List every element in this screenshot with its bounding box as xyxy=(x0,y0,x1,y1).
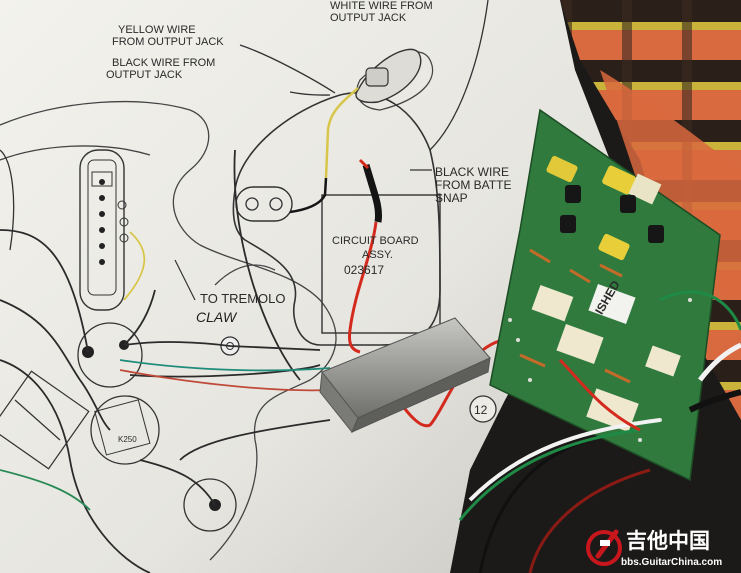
label-black-wire-jack-1: BLACK WIRE FROM xyxy=(112,57,215,69)
label-yellow-wire-1: YELLOW WIRE xyxy=(118,24,196,36)
paper-sheet xyxy=(0,0,610,573)
label-circuit-board-3: 023617 xyxy=(344,263,384,277)
label-white-wire-1: WHITE WIRE FROM xyxy=(330,0,433,12)
pcb-board: ISHED xyxy=(489,108,721,482)
watermark-url: bbs.GuitarChina.com xyxy=(621,557,722,568)
pickup xyxy=(79,149,129,311)
label-black-wire-batt-1: BLACK WIRE xyxy=(435,165,509,179)
battery-wire-black xyxy=(362,163,382,223)
real-black-wire xyxy=(289,177,328,214)
battery-wire-red xyxy=(348,221,378,354)
label-black-wire-batt-3: SNAP xyxy=(435,191,468,205)
wire-yellow-line xyxy=(239,44,336,94)
label-to-tremolo: TO TREMOLO xyxy=(200,291,285,306)
label-black-wire-batt-2: FROM BATTE xyxy=(435,178,511,192)
red-wire-tip xyxy=(358,158,370,170)
metal-shield-block xyxy=(319,317,491,433)
leader-tremolo xyxy=(174,259,196,301)
watermark-chinese: 吉他中国 xyxy=(626,529,710,553)
schematic-wires-color xyxy=(0,231,331,511)
pot-label: K250 xyxy=(118,435,137,444)
wire-white-line xyxy=(429,0,489,151)
selector-switch xyxy=(0,370,90,470)
callout-12-text: 12 xyxy=(474,403,488,417)
guitarchina-logo-icon xyxy=(586,529,622,566)
output-jack xyxy=(355,48,422,104)
wire-bundle xyxy=(458,290,741,573)
label-circuit-board-2: ASSY. xyxy=(362,249,393,261)
callout-12: 12 xyxy=(469,395,497,423)
label-circuit-board-1: CIRCUIT BOARD xyxy=(332,235,419,247)
real-yellow-wire xyxy=(324,87,359,179)
watermark: 吉他中国 bbs.GuitarChina.com xyxy=(586,529,722,568)
circuit-board-box xyxy=(321,194,441,334)
wire-black-from-jack-line xyxy=(289,91,331,96)
label-claw: CLAW xyxy=(196,309,238,325)
label-black-wire-jack-2: OUTPUT JACK xyxy=(106,69,183,81)
diagram-labels: WHITE WIRE FROM OUTPUT JACK YELLOW WIRE … xyxy=(106,0,511,325)
pickup-left-partial xyxy=(0,149,15,251)
pot-tone: K250 xyxy=(90,395,160,465)
label-yellow-wire-2: FROM OUTPUT JACK xyxy=(112,36,224,48)
label-white-wire-2: OUTPUT JACK xyxy=(330,12,407,24)
pcb-components: ISHED xyxy=(508,155,692,442)
